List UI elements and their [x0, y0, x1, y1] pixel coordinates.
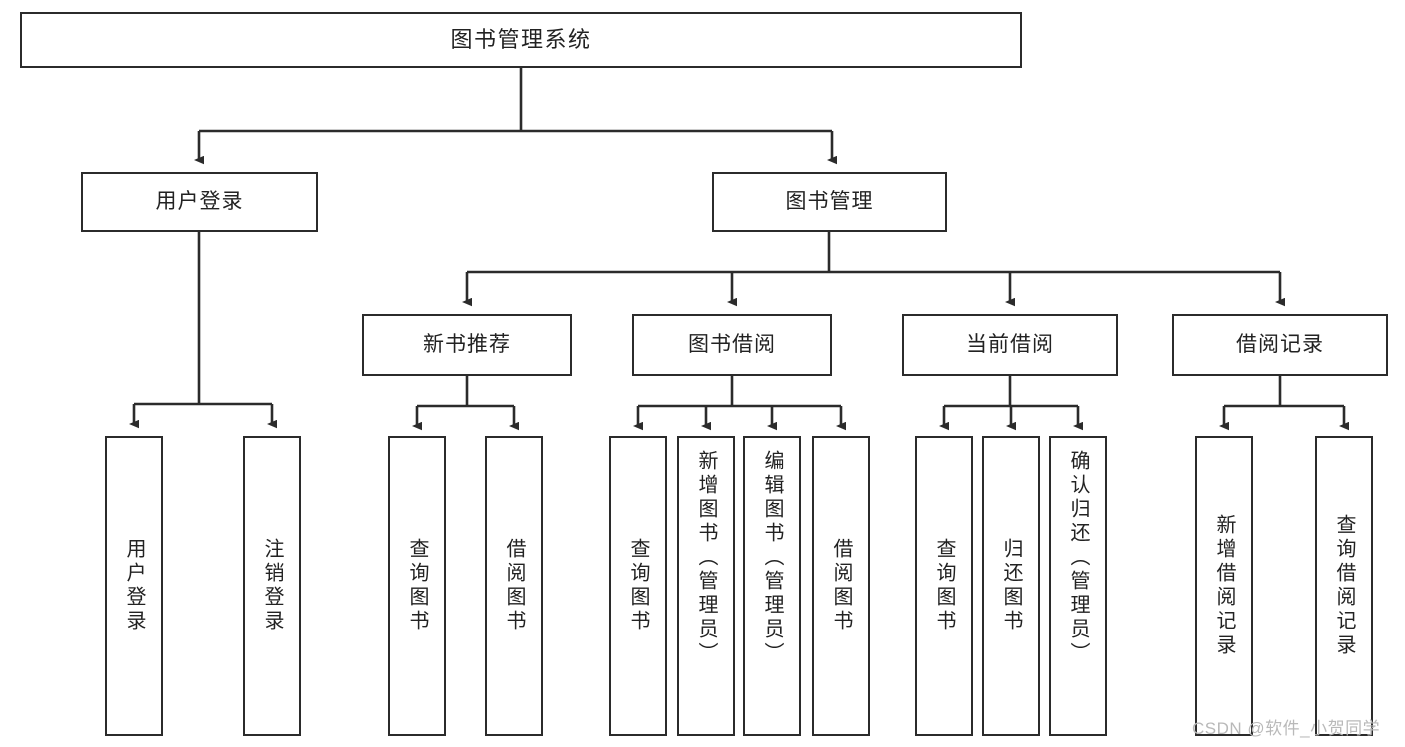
node-leaf-user-login[interactable]: 用户登录 [105, 436, 163, 736]
node-user-login[interactable]: 用户登录 [81, 172, 318, 232]
node-label: 当前借阅 [966, 332, 1054, 356]
node-label: 新增图书（管理员） [695, 450, 717, 666]
node-leaf-logout-login[interactable]: 注销登录 [243, 436, 301, 736]
node-borrow-record[interactable]: 借阅记录 [1172, 314, 1388, 376]
node-label: 注销登录 [261, 538, 283, 634]
node-leaf-query-book-2[interactable]: 查询图书 [609, 436, 667, 736]
node-label: 新书推荐 [423, 332, 511, 356]
node-leaf-query-book-3[interactable]: 查询图书 [915, 436, 973, 736]
node-leaf-add-book[interactable]: 新增图书（管理员） [677, 436, 735, 736]
node-root-system[interactable]: 图书管理系统 [20, 12, 1022, 68]
node-label: 图书管理系统 [450, 27, 592, 53]
node-new-book-recommend[interactable]: 新书推荐 [362, 314, 572, 376]
node-label: 查询图书 [933, 538, 955, 634]
node-label: 用户登录 [155, 189, 244, 213]
node-label: 借阅记录 [1236, 332, 1324, 356]
node-label: 编辑图书（管理员） [761, 450, 783, 666]
node-label: 查询借阅记录 [1333, 514, 1355, 658]
node-label: 借阅图书 [503, 538, 525, 634]
node-label: 新增借阅记录 [1213, 514, 1235, 658]
watermark-text: CSDN @软件_小贺同学 [1192, 719, 1381, 738]
node-current-borrow[interactable]: 当前借阅 [902, 314, 1118, 376]
node-label: 图书借阅 [688, 332, 776, 356]
node-leaf-add-record[interactable]: 新增借阅记录 [1195, 436, 1253, 736]
node-leaf-edit-book[interactable]: 编辑图书（管理员） [743, 436, 801, 736]
node-label: 查询图书 [627, 538, 649, 634]
node-leaf-query-book-1[interactable]: 查询图书 [388, 436, 446, 736]
node-label: 查询图书 [406, 538, 428, 634]
node-label: 图书管理 [785, 189, 874, 213]
node-leaf-confirm-return[interactable]: 确认归还（管理员） [1049, 436, 1107, 736]
node-label: 确认归还（管理员） [1067, 450, 1089, 666]
node-book-manage[interactable]: 图书管理 [712, 172, 947, 232]
node-leaf-borrow-book-1[interactable]: 借阅图书 [485, 436, 543, 736]
node-label: 借阅图书 [830, 538, 852, 634]
node-book-borrow[interactable]: 图书借阅 [632, 314, 832, 376]
node-label: 归还图书 [1000, 538, 1022, 634]
node-label: 用户登录 [123, 538, 145, 634]
node-leaf-query-record[interactable]: 查询借阅记录 [1315, 436, 1373, 736]
node-leaf-return-book[interactable]: 归还图书 [982, 436, 1040, 736]
node-leaf-borrow-book-2[interactable]: 借阅图书 [812, 436, 870, 736]
